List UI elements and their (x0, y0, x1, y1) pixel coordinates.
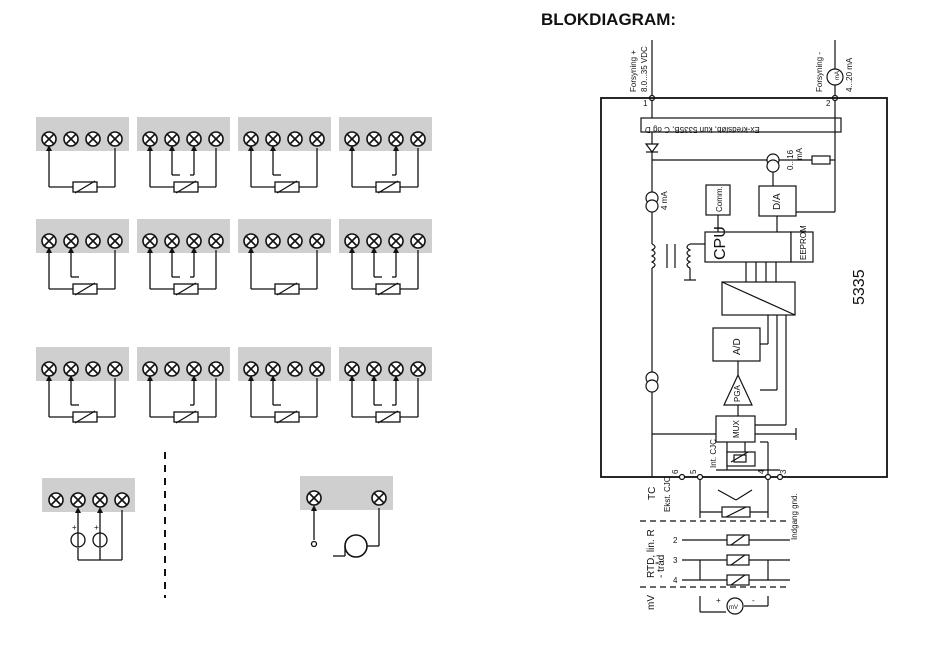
ext-cjc-label: Ekst. CJC (663, 476, 672, 512)
bias-current-label: 4 mA (660, 191, 669, 210)
terminal-block-12 (339, 347, 432, 423)
int-cjc-label: Int. CJC (709, 439, 718, 468)
output-label: Forsyning - (815, 52, 824, 92)
ex-circuit-label: Ex-kredsløb, kun 5335B, C og D (645, 125, 760, 134)
plus-sign-a: + (72, 523, 77, 532)
terminal-4: 4 (757, 469, 766, 474)
terminal-block-8 (339, 219, 432, 295)
terminal-block-11 (238, 347, 331, 423)
cpu-block-label: CPU (712, 226, 729, 260)
terminal-block-6 (137, 219, 230, 295)
terminal-block-1 (36, 117, 129, 193)
model-number: 5335 (851, 269, 868, 305)
current-source-unit: mA (795, 147, 804, 160)
terminal-block-9 (36, 347, 129, 423)
ma-meter-label: mA (835, 71, 841, 80)
mv-label: mV (646, 595, 657, 610)
terminal-3: 3 (779, 469, 788, 474)
pga-block-label: PGA (733, 384, 742, 402)
output-current: 4...20 mA (845, 57, 854, 92)
sensor-connection-panels (36, 117, 432, 423)
mv-minus: - (752, 596, 755, 605)
mv-plus: + (716, 596, 721, 605)
plus-sign-b: + (94, 523, 99, 532)
eeprom-block-label: EEPROM (799, 225, 808, 260)
terminal-block-10 (137, 347, 230, 423)
terminal-block-2 (137, 117, 230, 193)
mv-meter-label: mV (729, 605, 738, 611)
mux-block-label: MUX (732, 420, 741, 438)
diagram-title: BLOKDIAGRAM: (541, 10, 676, 29)
ad-block-label: A/D (732, 338, 743, 355)
terminal-block-loop-source (300, 476, 393, 557)
comm-block-label: Comm. (715, 186, 724, 212)
supply-label: Forsyning + (629, 50, 638, 92)
tc-label: TC (647, 487, 658, 500)
terminal-block-5 (36, 219, 129, 295)
current-source-range: 0...16 (786, 149, 795, 170)
wire-count-2: 2 (673, 536, 678, 545)
wire-count-4: 4 (673, 576, 678, 585)
terminal-block-dual-current: + + (42, 478, 135, 560)
terminal-block-3 (238, 117, 331, 193)
terminal-block-4 (339, 117, 432, 193)
supply-voltage: 8.0...35 VDC (640, 46, 649, 92)
input-gnd-label: Indgang gnd. (790, 493, 799, 540)
terminal-5: 5 (689, 469, 698, 474)
wire-count-3: 3 (673, 556, 678, 565)
terminal-2: 2 (826, 99, 831, 108)
terminal-block-7 (238, 219, 331, 295)
terminal-6: 6 (671, 469, 680, 474)
wire-label: - tråd (655, 555, 667, 578)
da-block-label: D/A (772, 193, 783, 210)
terminal-1: 1 (643, 99, 648, 108)
